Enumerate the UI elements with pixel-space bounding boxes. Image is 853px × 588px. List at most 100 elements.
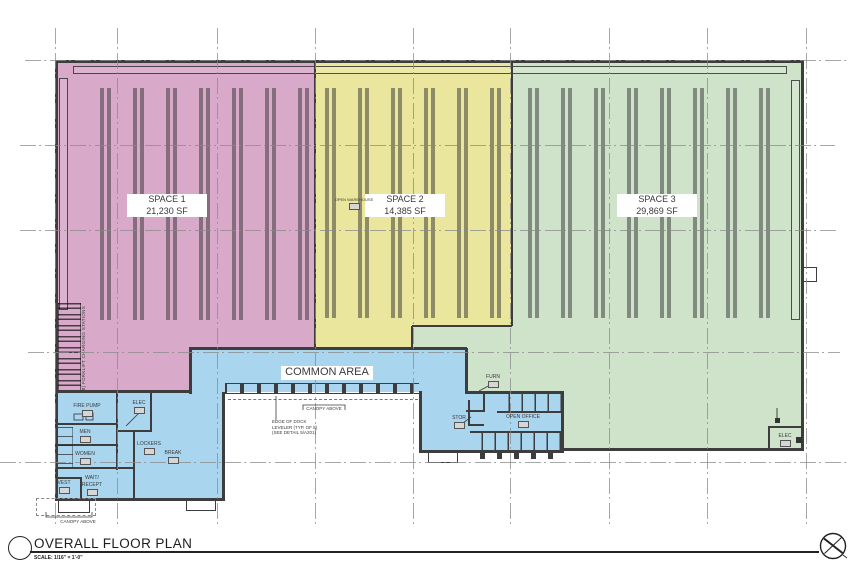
grid-line-h [20, 145, 835, 146]
wall-elec-closet [150, 392, 152, 432]
note-dock-leveler: EDGE OF DOCK LEVELER (TYP. OF 8) (SEE DE… [272, 419, 318, 436]
room-label-lockers: LOCKERS [134, 441, 164, 456]
grid-line-v [609, 28, 610, 527]
grid-line-v [806, 28, 807, 527]
wall-left-office-right [222, 392, 225, 500]
wall-men-women-divider [55, 444, 117, 446]
rack-left-run [59, 78, 68, 310]
space3-region-extension-b [467, 326, 512, 392]
drawing-title-bubble [8, 536, 32, 560]
room-label-fire-pump: FIRE PUMP [62, 403, 112, 418]
space1-name: SPACE 1 [127, 194, 207, 206]
demising-space2-space3 [511, 62, 513, 326]
dock-bumpers-right-office [480, 453, 562, 459]
wall-common-right [465, 348, 468, 394]
room-tag [86, 488, 98, 496]
grid-line-h [0, 462, 848, 463]
grid-line-h [20, 230, 838, 231]
room-tag [487, 381, 499, 389]
room-label-vest: VEST [52, 480, 76, 495]
wall-elec-closet-bottom [118, 430, 152, 432]
space3-name: SPACE 3 [617, 194, 697, 206]
wall-right [801, 60, 804, 451]
grid-line-v [55, 28, 56, 527]
wall-left-office-top [55, 390, 192, 393]
room-tag [79, 458, 91, 466]
wall-elec-right-left [768, 426, 770, 450]
restroom-fixtures [58, 427, 73, 467]
grid-line-h [25, 60, 848, 61]
wall-common-left [189, 347, 192, 394]
wall-furn-room [483, 394, 485, 410]
demising-space2-bottom [412, 325, 512, 327]
dock-door-strip [225, 383, 419, 394]
grid-line-v [413, 28, 414, 527]
space1-label: SPACE 1 21,230 SF [127, 194, 207, 218]
space3-label: SPACE 3 29,869 SF [617, 194, 697, 218]
rack-right-run [791, 80, 800, 320]
room-label-open-office: OPEN OFFICE [496, 414, 550, 429]
grid-line-v [315, 28, 316, 527]
title-underline [30, 551, 819, 553]
common-area-label: COMMON AREA [281, 366, 373, 380]
room-tag [143, 448, 155, 456]
wall-top [55, 60, 804, 63]
room-label-men: MEN [72, 429, 98, 444]
grid-line-v [117, 28, 118, 527]
rack-top-run [73, 66, 787, 74]
demising-space2-lobe-right [411, 326, 413, 350]
grid-line-h [28, 352, 840, 353]
grid-line-v [707, 28, 708, 527]
room-tag [779, 440, 791, 448]
space1-area: 21,230 SF [127, 205, 207, 218]
space2-region-lobe [315, 326, 412, 350]
drawing-scale: SCALE: 1/16" = 1'-0" [34, 555, 83, 561]
entry-stoop-mid [186, 500, 216, 511]
room-label-stor: STOR [446, 415, 472, 430]
room-tag [517, 421, 529, 429]
space3-area: 29,869 SF [617, 205, 697, 218]
note-canopy-above-entry: CANOPY ABOVE [60, 519, 96, 524]
wall-right-office-left [419, 391, 422, 452]
forklift-charging-stations [58, 303, 81, 391]
wall-stor-room-bottom [468, 424, 484, 426]
grid-line-v [217, 28, 218, 527]
wall-restroom-bottom [55, 467, 135, 469]
forklift-stations-note: (8) FORKLIFT CHARGING STATIONS [81, 305, 86, 392]
wall-left [55, 60, 58, 501]
note-canopy-above-dock: CANOPY ABOVE [306, 406, 342, 411]
wall-right-office-right [561, 391, 564, 452]
wall-fire-pump-bottom [55, 423, 118, 425]
room-tag [453, 422, 465, 430]
room-tag [167, 457, 179, 465]
room-label-women: WOMEN [70, 451, 100, 466]
wall-elec-right-top [768, 426, 803, 428]
cubicle-row-top [497, 392, 561, 413]
wall-common-top [189, 347, 467, 350]
room-tag [58, 487, 70, 495]
room-tag [133, 407, 145, 415]
room-tag [348, 203, 360, 210]
wall-bottom-space3 [560, 448, 804, 451]
room-tag [79, 436, 91, 444]
wall-stor-room [468, 400, 470, 426]
space2-area: 14,385 SF [365, 205, 445, 218]
room-tag [81, 410, 93, 418]
grid-line-v [510, 28, 511, 527]
space2-name: SPACE 2 [365, 194, 445, 206]
room-label-furn: FURN [480, 374, 506, 389]
dock-canopy-dashed-line [228, 399, 418, 400]
wall-vest-top [55, 477, 82, 479]
drawing-title: OVERALL FLOOR PLAN [34, 536, 193, 551]
wall-corridor [133, 430, 135, 498]
wall-left-office-bottom [55, 498, 225, 501]
room-label-elec-right: ELEC [772, 433, 798, 448]
room-label-wait-recept: WAIT/ RECEPT [78, 469, 106, 502]
space2-label: SPACE 2 14,385 SF [365, 194, 445, 218]
cubicle-row-bottom [470, 431, 562, 452]
detail-marker-icon [819, 532, 848, 560]
wall-furn-room-bottom [466, 410, 485, 412]
room-label-elec-left: ELEC [126, 400, 152, 415]
wall-vest-right [80, 477, 82, 500]
